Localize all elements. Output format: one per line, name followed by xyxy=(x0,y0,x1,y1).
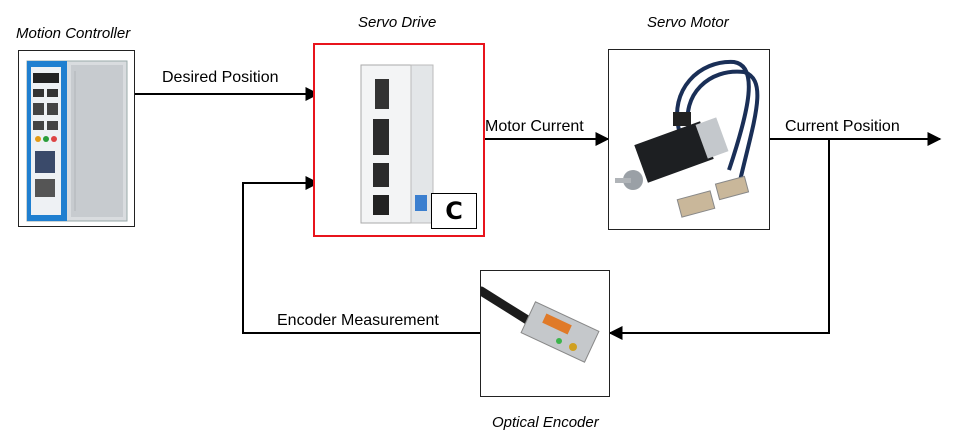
servo-drive-image xyxy=(360,64,434,224)
motion-controller-caption: Motion Controller xyxy=(16,25,131,42)
optical-encoder-box xyxy=(480,270,610,397)
servo-motor-image xyxy=(615,59,760,218)
servo-drive-box: C xyxy=(313,43,485,237)
motion-controller-image xyxy=(26,60,128,222)
motion-controller-box xyxy=(18,50,135,227)
optical-encoder-image xyxy=(481,286,600,363)
motor-current-label: Motor Current xyxy=(485,118,584,135)
drive-badge: C xyxy=(431,193,477,229)
encoder-measurement-arrow xyxy=(242,176,480,334)
servo-motor-box xyxy=(608,49,770,230)
encoder-measurement-label: Encoder Measurement xyxy=(277,312,439,329)
desired-position-label: Desired Position xyxy=(162,69,279,86)
servo-motor-caption: Servo Motor xyxy=(647,14,729,31)
optical-encoder-caption: Optical Encoder xyxy=(492,414,599,431)
feedback-to-encoder-arrow xyxy=(608,139,830,340)
servo-drive-caption: Servo Drive xyxy=(358,14,437,31)
current-position-label: Current Position xyxy=(785,118,900,135)
